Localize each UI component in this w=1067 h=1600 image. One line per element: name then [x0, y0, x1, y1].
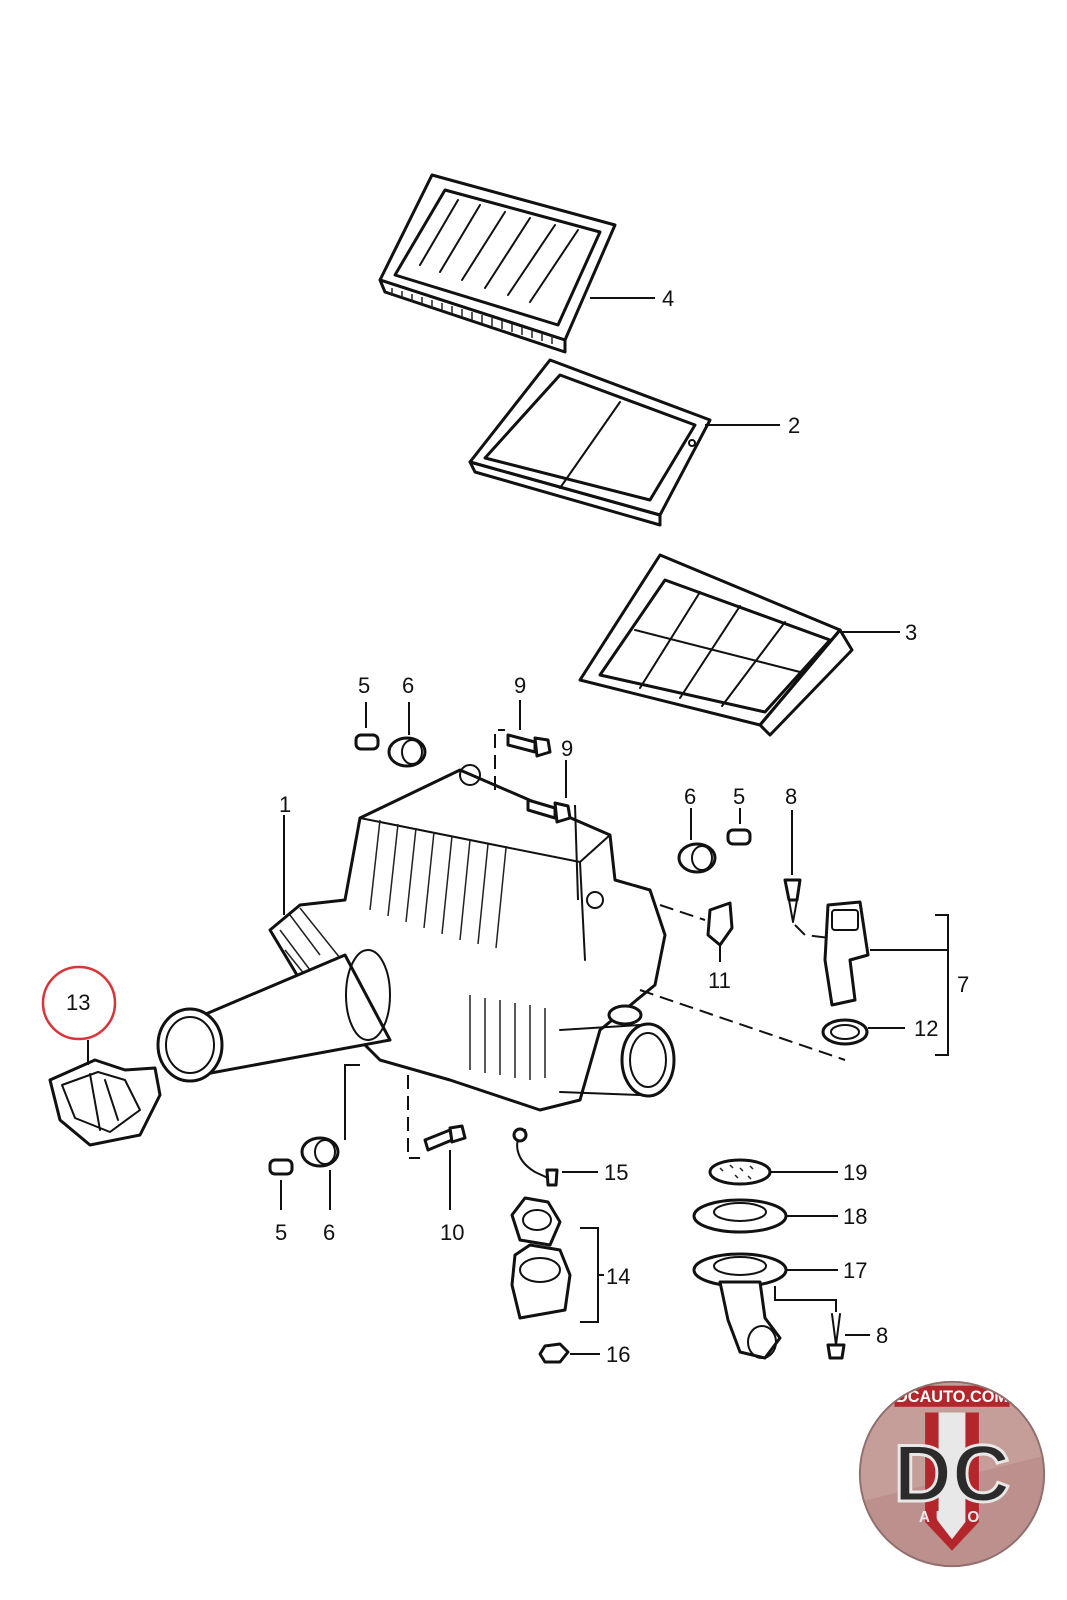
callout-labels: 1 2 3 4 5 6 9 9 6 5 8 7 11 12 13 5 6 10 …: [66, 286, 969, 1367]
svg-text:AUTO: AUTO: [919, 1509, 985, 1526]
part-5-6-mount-set-upper-left: [354, 702, 427, 768]
part-7-mass-air-flow-sensor: [794, 900, 949, 1056]
part-9-bolts: [494, 700, 579, 901]
part-11-clip: [659, 901, 734, 962]
callout-18: 18: [843, 1204, 867, 1229]
part-18-flange: [692, 1198, 838, 1234]
part-10-bolt: [407, 1075, 467, 1210]
callout-9-upper: 9: [514, 673, 526, 698]
callout-4: 4: [662, 286, 674, 311]
callout-11: 11: [708, 968, 731, 993]
part-17-elbow-pipe: [692, 1252, 838, 1360]
part-2-filter-frame: [468, 358, 780, 527]
callout-19: 19: [843, 1160, 867, 1185]
part-8-screw-upper: [783, 810, 802, 923]
callout-7: 7: [957, 972, 969, 997]
callout-17: 17: [843, 1258, 867, 1283]
callout-5-upper: 5: [358, 673, 370, 698]
callout-10: 10: [440, 1220, 464, 1245]
callout-8-lower: 8: [876, 1323, 888, 1348]
dcauto-logo-watermark: DCAUTO.COM DC AUTO: [858, 1380, 1046, 1568]
part-5-6-mount-set-right: [677, 808, 752, 874]
callout-12: 12: [914, 1016, 938, 1041]
callout-2: 2: [788, 413, 800, 438]
callout-6-lower: 6: [323, 1220, 335, 1245]
part-8-screw-lower: [826, 1313, 870, 1360]
part-14-flange-and-pipe: [510, 1196, 604, 1323]
callout-9-lower: 9: [561, 736, 573, 761]
callout-16: 16: [606, 1342, 630, 1367]
callout-3: 3: [905, 620, 917, 645]
part-3-filter-grid: [578, 553, 900, 737]
callout-5-lower: 5: [275, 1220, 287, 1245]
callout-8-upper: 8: [785, 784, 797, 809]
part-12-seal-ring: [639, 989, 905, 1061]
callout-1: 1: [279, 792, 291, 817]
part-13-intake-duct: [48, 1040, 162, 1147]
svg-text:DCAUTO.COM: DCAUTO.COM: [896, 1388, 1008, 1406]
callout-5-right: 5: [733, 784, 745, 809]
part-1-air-box-housing: [156, 764, 676, 1112]
part-16-nut: [538, 1342, 600, 1364]
callout-14: 14: [606, 1264, 630, 1289]
callout-6-right: 6: [684, 784, 696, 809]
callout-15: 15: [604, 1160, 628, 1185]
highlight-circle: [41, 965, 117, 1041]
part-15-hose-clip: [512, 1127, 598, 1187]
callout-13: 13: [66, 990, 90, 1015]
callout-6-upper: 6: [402, 673, 414, 698]
part-5-6-mount-set-lower-left: [268, 1064, 360, 1210]
part-19-filter-disc: [708, 1158, 838, 1186]
part-4-air-filter-element: [378, 173, 655, 354]
svg-text:DC: DC: [894, 1429, 1010, 1519]
